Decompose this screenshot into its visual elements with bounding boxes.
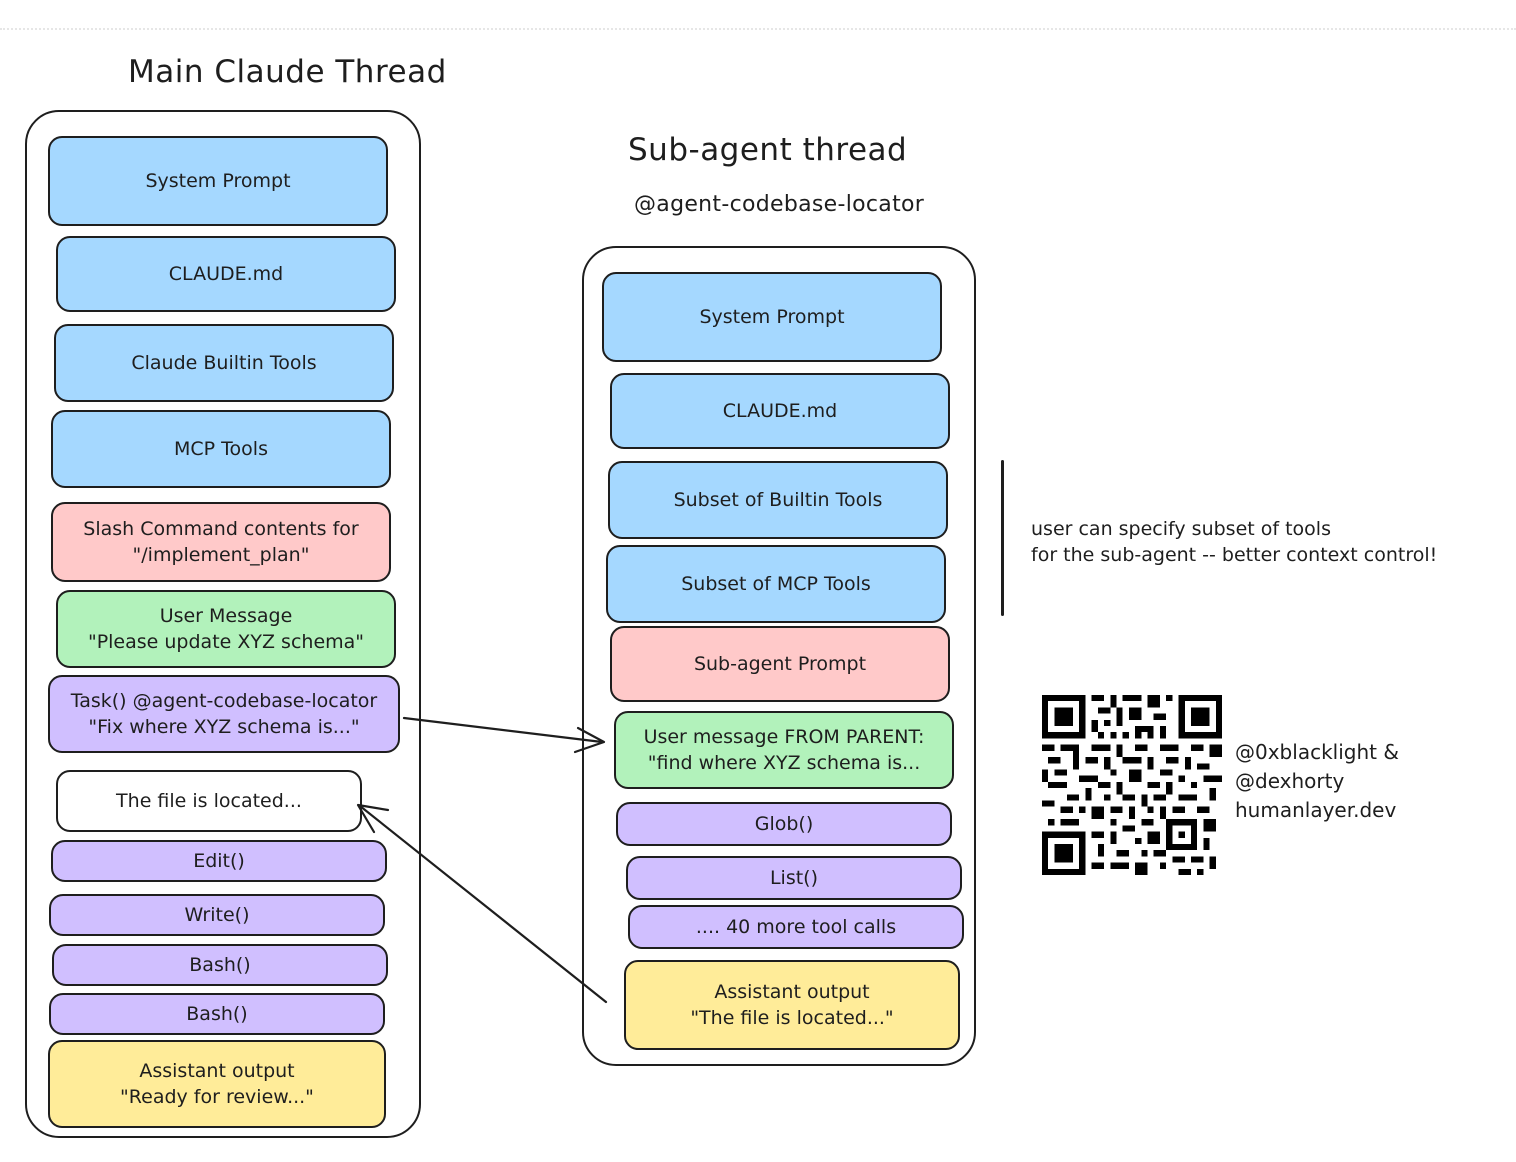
sub-thread-title: Sub-agent thread — [628, 132, 908, 168]
block-label: Claude Builtin Tools — [131, 352, 317, 374]
top-dotted-divider — [0, 28, 1516, 30]
sub-list-call-block: List() — [626, 856, 962, 900]
main-bash-call-block: Bash() — [52, 944, 388, 986]
main-slash-command-block: Slash Command contents for "/implement_p… — [51, 502, 391, 582]
block-label: System Prompt — [699, 306, 845, 328]
block-label: Slash Command contents for — [83, 518, 359, 540]
main-edit-call-block: Edit() — [51, 840, 387, 882]
block-label: Assistant output — [139, 1060, 295, 1082]
sub-more-tool-calls-block: .... 40 more tool calls — [628, 905, 964, 949]
block-label: The file is located... — [116, 790, 302, 812]
block-label: .... 40 more tool calls — [695, 916, 897, 938]
sub-thread-container — [582, 246, 976, 1066]
qr-code-icon — [1042, 695, 1222, 875]
main-mcp-tools-block: MCP Tools — [51, 410, 391, 488]
block-label: MCP Tools — [174, 438, 268, 460]
credit-handle[interactable]: @dexhorty — [1235, 769, 1345, 793]
block-label: Bash() — [189, 954, 251, 976]
main-task-call-block: Task() @agent-codebase-locator "Fix wher… — [48, 675, 400, 753]
block-label: Assistant output — [714, 981, 870, 1003]
main-bash-call-block: Bash() — [49, 993, 385, 1035]
sub-claude-md-block: CLAUDE.md — [610, 373, 950, 449]
note-line: user can specify subset of tools — [1031, 518, 1331, 540]
block-label: Edit() — [193, 850, 245, 872]
block-label: "The file is located..." — [690, 1007, 894, 1029]
main-builtin-tools-block: Claude Builtin Tools — [54, 324, 394, 402]
main-assistant-output-block: Assistant output "Ready for review..." — [48, 1040, 386, 1128]
main-claude-md-block: CLAUDE.md — [56, 236, 396, 312]
block-label: "Please update XYZ schema" — [87, 631, 365, 653]
block-label: System Prompt — [145, 170, 291, 192]
main-thread-container — [25, 110, 421, 1138]
main-user-message-block: User Message "Please update XYZ schema" — [56, 590, 396, 668]
block-label: "/implement_plan" — [132, 544, 310, 566]
block-label: "find where XYZ schema is... — [647, 752, 921, 774]
block-label: Subset of MCP Tools — [681, 573, 871, 595]
main-write-call-block: Write() — [49, 894, 385, 936]
block-label: Task() @agent-codebase-locator — [70, 690, 378, 712]
tool-subset-bracket — [1001, 460, 1004, 616]
sub-agent-prompt-block: Sub-agent Prompt — [610, 626, 950, 702]
block-label: "Fix where XYZ schema is..." — [88, 716, 360, 738]
sub-parent-message-block: User message FROM PARENT: "find where XY… — [614, 711, 954, 789]
block-label: Bash() — [186, 1003, 248, 1025]
sub-mcp-tools-block: Subset of MCP Tools — [606, 545, 946, 623]
note-line: for the sub-agent -- better context cont… — [1031, 544, 1438, 566]
block-label: CLAUDE.md — [168, 263, 284, 285]
block-label: CLAUDE.md — [722, 400, 838, 422]
block-label: User message FROM PARENT: — [643, 726, 925, 748]
block-label: Sub-agent Prompt — [693, 653, 867, 675]
author-credits: @0xblacklight & @dexhorty humanlayer.dev — [1235, 738, 1399, 825]
sub-builtin-tools-block: Subset of Builtin Tools — [608, 461, 948, 539]
main-task-result-block: The file is located... — [56, 770, 362, 832]
block-label: "Ready for review..." — [120, 1086, 314, 1108]
sub-system-prompt-block: System Prompt — [602, 272, 942, 362]
block-label: Glob() — [754, 813, 814, 835]
main-system-prompt-block: System Prompt — [48, 136, 388, 226]
credit-website[interactable]: humanlayer.dev — [1235, 798, 1397, 822]
sub-assistant-output-block: Assistant output "The file is located...… — [624, 960, 960, 1050]
sub-glob-call-block: Glob() — [616, 802, 952, 846]
main-thread-title: Main Claude Thread — [128, 54, 447, 90]
credit-handle[interactable]: @0xblacklight & — [1235, 740, 1399, 764]
block-label: User Message — [159, 605, 293, 627]
task-to-subagent-arrow — [402, 716, 604, 744]
sub-thread-agent-name: @agent-codebase-locator — [634, 192, 925, 217]
block-label: Subset of Builtin Tools — [673, 489, 883, 511]
tool-subset-note: user can specify subset of tools for the… — [1031, 516, 1437, 568]
block-label: List() — [769, 867, 819, 889]
block-label: Write() — [184, 904, 250, 926]
